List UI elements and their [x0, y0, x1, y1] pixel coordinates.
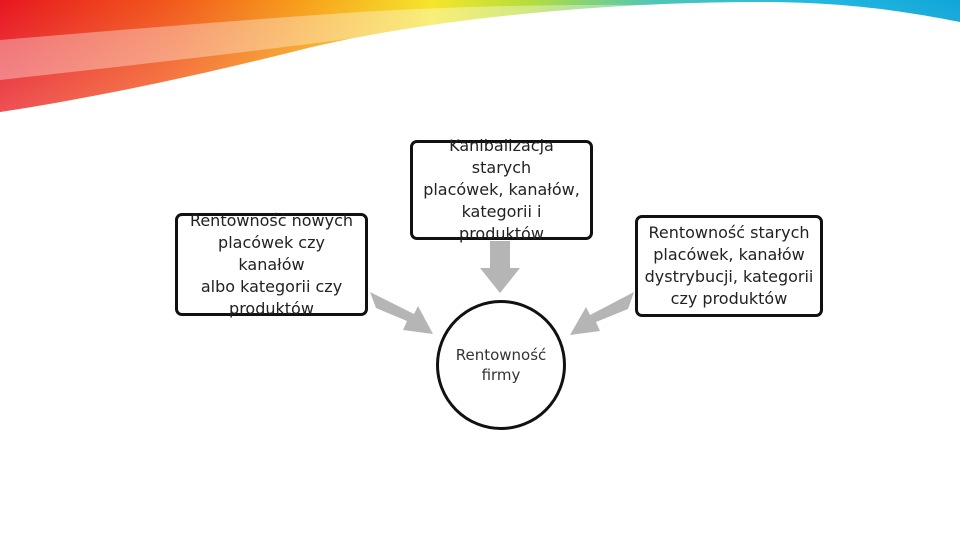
node-right-line-1: Rentowność starych [648, 223, 810, 242]
node-right-line-4: czy produktów [670, 289, 788, 308]
node-left-line-2: placówek czy kanałów [218, 232, 325, 274]
arrow-left-to-center [370, 292, 433, 334]
node-left-line-1: Rentowność nowych [189, 210, 354, 230]
node-center-line-1: Rentowność [455, 346, 547, 364]
node-company-profitability: Rentowność firmy [436, 300, 566, 430]
node-top-line-2: placówek, kanałów, [423, 180, 580, 199]
node-right-line-2: placówek, kanałów [653, 245, 805, 264]
node-new-outlets-profitability: Rentowność nowych placówek czy kanałów a… [175, 210, 368, 318]
node-left-line-4: produktów [229, 298, 314, 318]
node-old-outlets-profitability: Rentowność starych placówek, kanałów dys… [635, 215, 823, 317]
node-top-line-1: Kanibalizacja starych [449, 136, 554, 177]
rainbow-banner-decoration [0, 0, 960, 112]
node-center-line-2: firmy [481, 366, 521, 384]
node-cannibalization: Kanibalizacja starych placówek, kanałów,… [410, 136, 593, 243]
node-right-line-3: dystrybucji, kategorii [644, 267, 814, 286]
node-top-line-3: kategorii i produktów [459, 202, 544, 243]
arrow-top-to-center [480, 241, 520, 293]
node-left-line-3: albo kategorii czy [200, 276, 343, 296]
arrow-right-to-center [570, 292, 634, 335]
